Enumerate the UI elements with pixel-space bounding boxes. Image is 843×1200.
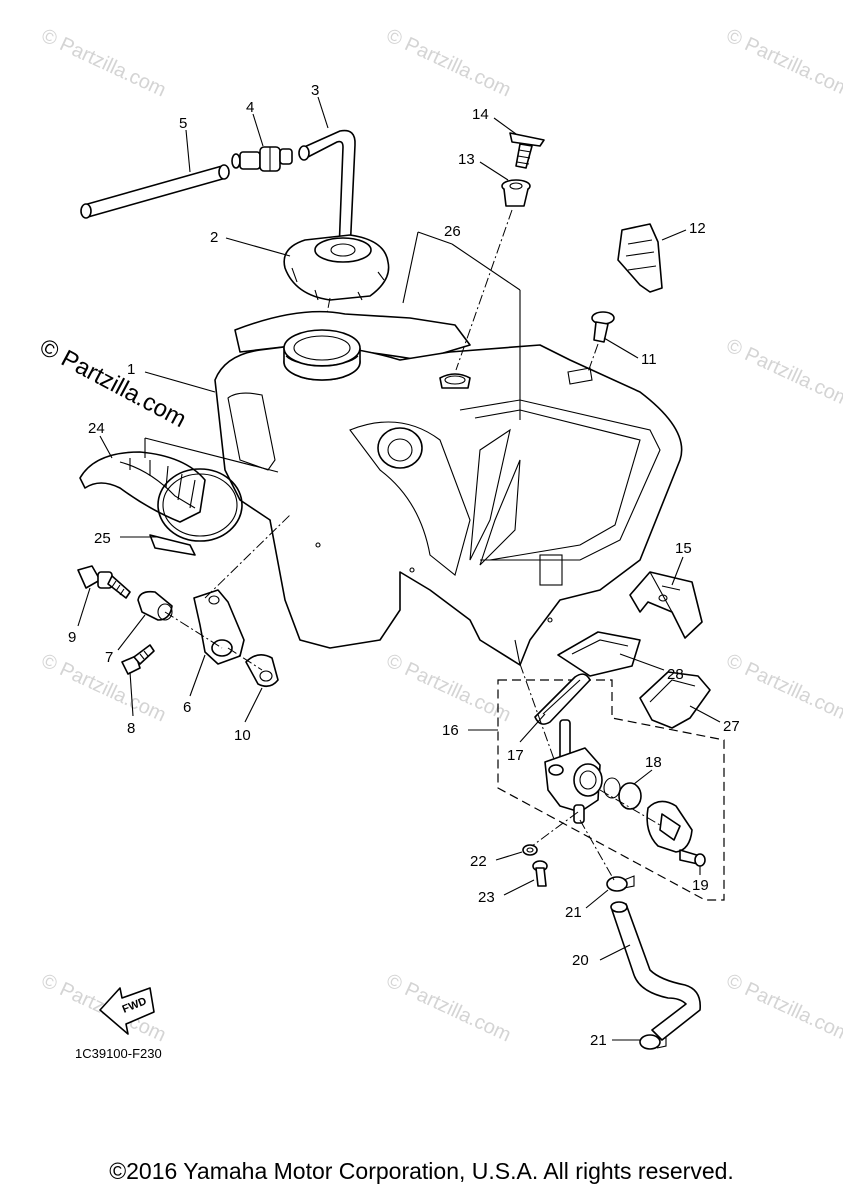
part-clip-12 — [617, 223, 663, 293]
watermark-text: © Partzilla.com — [38, 25, 169, 102]
callout-6: 6 — [183, 699, 191, 716]
callout-16: 16 — [442, 722, 459, 739]
part-washer-22 — [522, 844, 538, 856]
part-screw-19 — [679, 849, 706, 867]
watermark-text: © Partzilla.com — [383, 650, 514, 727]
part-bolt-9 — [77, 565, 131, 599]
fwd-arrow-icon: FWD — [99, 987, 155, 1035]
part-pad-28 — [557, 631, 641, 677]
callout-2: 2 — [210, 229, 218, 246]
callout-21-upper: 21 — [565, 904, 582, 921]
part-hose-3 — [298, 129, 356, 253]
part-bolt-14 — [509, 132, 545, 169]
part-guard-24 — [79, 451, 206, 523]
part-screw-23 — [532, 860, 548, 887]
callouts: 1 2 3 4 5 6 7 8 9 10 11 12 13 — [68, 82, 740, 1049]
part-hose-5 — [80, 164, 230, 219]
watermark-text: © Partzilla.com — [723, 25, 843, 102]
part-valve-4 — [231, 146, 293, 172]
callout-12: 12 — [689, 220, 706, 237]
callout-4: 4 — [246, 99, 254, 116]
callout-7: 7 — [105, 649, 113, 666]
watermark-text: © Partzilla.com — [723, 335, 843, 412]
callout-14: 14 — [472, 106, 489, 123]
part-bolt-8 — [121, 644, 155, 675]
watermark-text: © Partzilla.com — [383, 970, 514, 1047]
group-box-16 — [497, 679, 725, 901]
part-clamp-21-upper — [606, 875, 635, 892]
part-damper-7 — [137, 590, 173, 621]
part-gasket-17 — [534, 673, 591, 725]
watermark-text: © Partzilla.com — [383, 25, 514, 102]
callout-10: 10 — [234, 727, 251, 744]
callout-24: 24 — [88, 420, 105, 437]
callout-22: 22 — [470, 853, 487, 870]
callout-26: 26 — [444, 223, 461, 240]
watermark-main: © Partzilla.com — [35, 333, 190, 433]
watermark-text: © Partzilla.com — [38, 650, 169, 727]
part-oring-18 — [618, 782, 642, 810]
part-cap-2 — [283, 234, 390, 301]
callout-9: 9 — [68, 629, 76, 646]
callout-18: 18 — [645, 754, 662, 771]
part-lever-plate — [646, 800, 693, 853]
part-collar-13 — [501, 179, 531, 207]
watermark-text: © Partzilla.com — [723, 970, 843, 1047]
part-collar-10 — [245, 654, 279, 688]
callout-11: 11 — [641, 351, 657, 368]
part-hose-20 — [610, 901, 702, 1041]
callout-17: 17 — [507, 747, 524, 764]
callout-5: 5 — [179, 115, 187, 132]
callout-19: 19 — [692, 877, 709, 894]
callout-13: 13 — [458, 151, 475, 168]
part-bolt-11 — [591, 311, 615, 343]
callout-1: 1 — [127, 361, 135, 378]
diagram-code: 1C39100-F230 — [75, 1046, 162, 1061]
part-pad-27 — [639, 671, 711, 729]
callout-8: 8 — [127, 720, 135, 737]
callout-28: 28 — [667, 666, 684, 683]
part-fuel-cock-body — [544, 719, 603, 824]
callout-23: 23 — [478, 889, 495, 906]
part-bracket-15 — [629, 571, 703, 639]
part-bracket-6 — [193, 589, 245, 665]
callout-25: 25 — [94, 530, 111, 547]
watermark-text: © Partzilla.com — [723, 650, 843, 727]
callout-21-lower: 21 — [590, 1032, 607, 1049]
part-band-25 — [149, 468, 243, 556]
callout-3: 3 — [311, 82, 319, 99]
callout-15: 15 — [675, 540, 692, 557]
part-fuel-tank-1 — [214, 310, 683, 666]
callout-20: 20 — [572, 952, 589, 969]
callout-27: 27 — [723, 718, 740, 735]
copyright-text: ©2016 Yamaha Motor Corporation, U.S.A. A… — [109, 1158, 734, 1184]
